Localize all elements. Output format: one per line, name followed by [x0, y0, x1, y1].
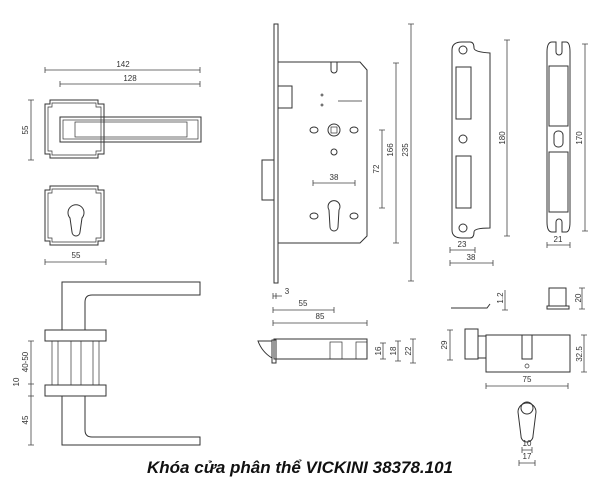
product-title: Khóa cửa phân thể VICKINI 38378.101: [147, 458, 453, 477]
dim-75: 75: [523, 375, 532, 384]
dim-16: 16: [374, 346, 383, 355]
dim-45: 45: [21, 415, 30, 424]
dim-85: 85: [316, 312, 325, 321]
strike-plate-view: 180 23 38: [449, 39, 510, 266]
dim-40-50: 40-50: [21, 351, 30, 372]
dim-3: 3: [285, 287, 290, 296]
dim-22: 22: [404, 346, 413, 355]
latch-bolt-view: 3 55 85 16 18 22: [257, 287, 416, 364]
dim-23: 23: [458, 240, 467, 249]
dim-1-2: 1.2: [496, 292, 505, 304]
dim-18: 18: [389, 346, 398, 355]
dim-180: 180: [498, 131, 507, 145]
dim-38-backset: 38: [330, 173, 339, 182]
dim-55-horizontal: 55: [72, 251, 81, 260]
escutcheon-view: 55: [44, 185, 107, 265]
dim-72: 72: [372, 164, 381, 173]
dim-38-strike: 38: [467, 253, 476, 262]
dim-128: 128: [123, 74, 137, 83]
dim-142: 142: [116, 60, 130, 69]
dim-55-vertical: 55: [21, 125, 30, 134]
dim-170: 170: [575, 131, 584, 145]
dim-20: 20: [574, 293, 583, 302]
dim-17: 17: [523, 452, 532, 461]
faceplate-side-view: 170 21: [546, 41, 588, 248]
lock-body-view: 38 72 166 235: [261, 23, 414, 284]
dim-235: 235: [401, 143, 410, 157]
dim-21: 21: [554, 235, 563, 244]
dim-32-5: 32.5: [575, 346, 584, 362]
dim-29: 29: [440, 340, 449, 349]
dim-10: 10: [12, 377, 21, 386]
handle-front-view: 142 128 55: [21, 60, 202, 161]
cylinder-view: 1.2 20 29 32.5 75 10 17: [440, 287, 587, 466]
dim-10-cam: 10: [523, 439, 532, 448]
dim-166: 166: [386, 143, 395, 157]
handle-side-view: 40-50 10 45: [12, 281, 201, 446]
dim-55-bolt: 55: [299, 299, 308, 308]
